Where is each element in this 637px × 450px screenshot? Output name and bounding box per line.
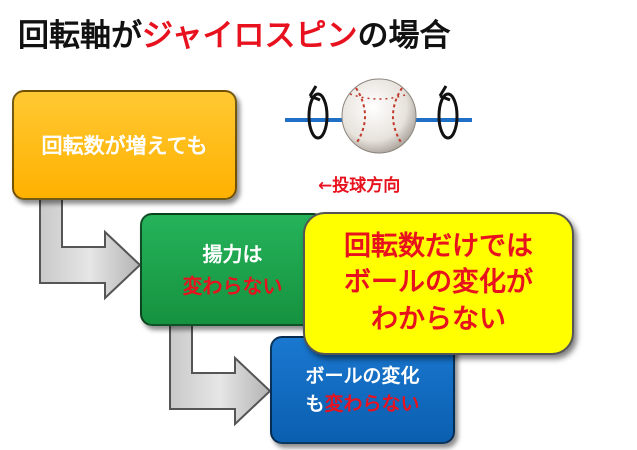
step3-line1: ボールの変化 [305, 364, 420, 387]
step2-line2: 変わらない [182, 273, 283, 298]
callout-line3: わからない [371, 303, 506, 335]
pitch-direction-caption: ←投球方向 [318, 176, 401, 196]
step-box-spin-rate: 回転数が増えても [12, 90, 237, 200]
baseball-icon [341, 78, 417, 154]
rotation-arrow-left-icon [307, 85, 329, 140]
page-title: 回転軸がジャイロスピンの場合 [18, 10, 450, 55]
step-box-lift: 揚力は 変わらない [140, 213, 325, 326]
step3-line2-prefix: も [305, 393, 325, 415]
flow-arrow-1 [39, 195, 142, 301]
callout-line2: ボールの変化が [344, 267, 533, 299]
title-tail: の場合 [357, 18, 451, 54]
flow-arrow-2 [169, 321, 272, 427]
title-main: 回転軸が [18, 18, 142, 54]
step2-line1: 揚力は [202, 241, 263, 266]
conclusion-callout: 回転数だけでは ボールの変化が わからない [303, 212, 574, 355]
step1-text: 回転数が増えても [41, 134, 208, 158]
title-accent: ジャイロスピン [142, 18, 358, 54]
step3-line2-red: 変わらない [324, 393, 420, 415]
callout-line1: 回転数だけでは [344, 230, 533, 262]
rotation-arrow-right-icon [437, 85, 459, 140]
step3-line2: も変わらない [305, 390, 419, 419]
